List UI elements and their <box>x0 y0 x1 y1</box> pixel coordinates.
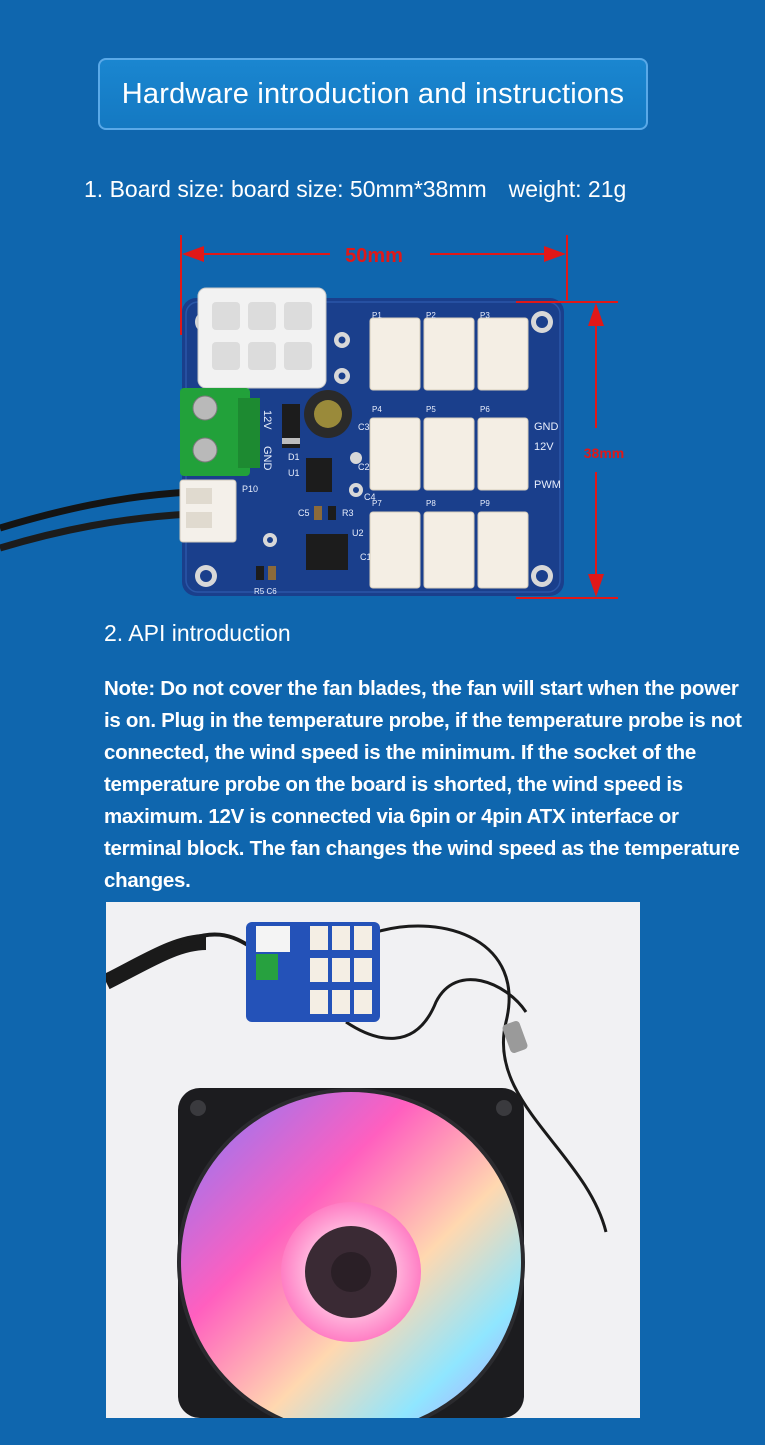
side-label-pwm: PWM <box>534 479 561 491</box>
port-label-p6: P6 <box>480 405 490 414</box>
label-r3: R3 <box>342 508 354 518</box>
label-c3: C3 <box>358 422 370 432</box>
port-label-p9: P9 <box>480 499 490 508</box>
label-u1: U1 <box>288 468 300 478</box>
port-label-p3: P3 <box>480 311 490 320</box>
board-size-line: 1. Board size: board size: 50mm*38mm weig… <box>84 176 626 203</box>
weight-text: weight: 21g <box>508 176 627 202</box>
dimension-marks <box>180 235 618 599</box>
label-c1: C1 <box>360 552 372 562</box>
probe-cable-2 <box>0 510 191 552</box>
board-size-text: 1. Board size: board size: 50mm*38mm <box>84 176 487 202</box>
height-dimension-label: 38mm <box>584 445 624 461</box>
probe-cable <box>0 488 191 532</box>
port-label-p4: P4 <box>372 405 382 414</box>
fan-headers <box>369 317 529 589</box>
port-label-p5: P5 <box>426 405 436 414</box>
note-paragraph: Note: Do not cover the fan blades, the f… <box>104 677 742 892</box>
atx-6pin-connector <box>197 287 327 389</box>
label-c4: C4 <box>364 492 376 502</box>
product-photo <box>106 902 640 1418</box>
api-section-title: 2. API introduction <box>104 620 291 646</box>
width-dimension-label: 50mm <box>345 245 403 267</box>
port-label-p7: P7 <box>372 499 382 508</box>
label-r5-c6: R5 C6 <box>254 587 277 596</box>
terminal-block <box>180 388 260 476</box>
label-c5: C5 <box>298 508 310 518</box>
controller-chip <box>306 534 348 570</box>
label-c2: C2 <box>358 462 370 472</box>
side-label-12v: 12V <box>534 441 554 453</box>
terminal-label-gnd: GND <box>261 446 273 471</box>
regulator-chip <box>306 458 332 492</box>
label-u2: U2 <box>352 528 364 538</box>
probe-connector <box>179 479 237 543</box>
side-label-gnd: GND <box>534 421 559 433</box>
label-d1: D1 <box>288 452 300 462</box>
port-label-p2: P2 <box>426 311 436 320</box>
diode <box>282 404 300 448</box>
port-label-p8: P8 <box>426 499 436 508</box>
board-diagram: 12V GND D1 U1 C2 P10 C5 R3 U2 R5 C6 C1 C… <box>0 235 624 599</box>
port-label-p1: P1 <box>372 311 382 320</box>
terminal-label-12v: 12V <box>261 410 273 430</box>
section-header: Hardware introduction and instructions <box>98 58 648 130</box>
label-p10: P10 <box>242 484 258 494</box>
section-title: Hardware introduction and instructions <box>121 77 625 110</box>
